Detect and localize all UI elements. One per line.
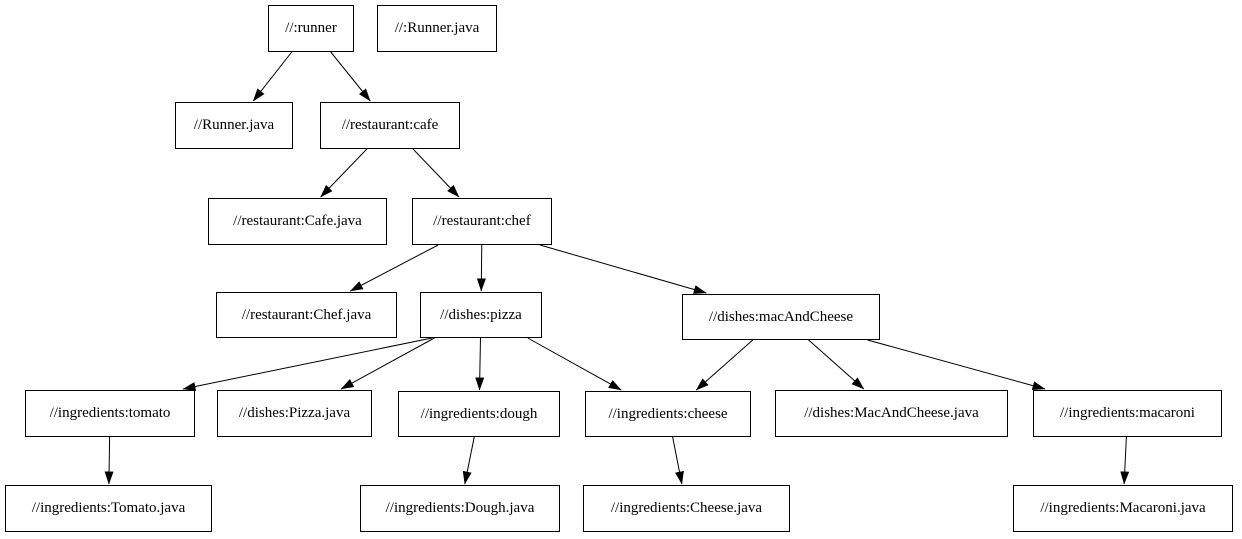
graph-node-cafe: //restaurant:cafe bbox=[320, 102, 460, 149]
graph-node-cheese_java: //ingredients:Cheese.java bbox=[583, 485, 790, 532]
edge-pizza-dough bbox=[475, 337, 485, 391]
graph-node-label: //restaurant:Chef.java bbox=[241, 306, 372, 323]
graph-node-label: //ingredients:Tomato.java bbox=[31, 500, 186, 516]
graph-node-label: //:runner bbox=[285, 20, 337, 36]
edge-mac-mac_java bbox=[808, 339, 865, 390]
edge-cafe-chef bbox=[412, 148, 460, 198]
graph-node-mac_java: //dishes:MacAndCheese.java bbox=[775, 390, 1008, 437]
graph-node-macaroni: //ingredients:macaroni bbox=[1033, 390, 1222, 437]
edge-pizza-pizza_java bbox=[340, 337, 435, 390]
graph-node-label: //ingredients:tomato bbox=[49, 405, 171, 421]
graph-node-label: //restaurant:chef bbox=[433, 213, 531, 229]
graph-node-dough_java: //ingredients:Dough.java bbox=[360, 485, 560, 532]
edge-chef-pizza bbox=[476, 244, 486, 292]
edge-mac-cheese bbox=[695, 339, 754, 391]
edge-chef-mac bbox=[539, 244, 707, 294]
graph-node-label: //ingredients:Dough.java bbox=[385, 500, 535, 516]
graph-node-mac: //dishes:macAndCheese bbox=[682, 294, 880, 340]
graph-node-label: //dishes:MacAndCheese.java bbox=[804, 405, 979, 421]
graph-node-label: //Runner.java bbox=[193, 117, 275, 133]
edge-runner-cafe bbox=[330, 51, 371, 102]
graph-node-pizza_java: //dishes:Pizza.java bbox=[217, 390, 372, 437]
graph-node-dough: //ingredients:dough bbox=[398, 391, 560, 437]
edge-tomato-tomato_java bbox=[104, 436, 114, 485]
edge-chef-chef_java bbox=[349, 244, 439, 292]
graph-node-chef_java: //restaurant:Chef.java bbox=[216, 292, 397, 338]
graph-node-label: //ingredients:dough bbox=[420, 405, 538, 422]
graph-node-tomato: //ingredients:tomato bbox=[25, 390, 195, 437]
edge-runner-runner_java bbox=[252, 51, 293, 102]
graph-node-label: //restaurant:cafe bbox=[341, 117, 439, 133]
graph-node-cheese: //ingredients:cheese bbox=[585, 391, 751, 437]
graph-node-cafe_java: //restaurant:Cafe.java bbox=[208, 198, 387, 245]
edge-dough-dough_java bbox=[462, 436, 475, 485]
graph-node-label: //ingredients:cheese bbox=[608, 405, 728, 422]
edge-cafe-cafe_java bbox=[320, 148, 368, 198]
graph-node-tomato_java: //ingredients:Tomato.java bbox=[5, 485, 212, 532]
graph-node-label: //ingredients:Macaroni.java bbox=[1040, 500, 1206, 516]
edge-macaroni-macaroni_java bbox=[1120, 436, 1130, 485]
graph-node-pizza: //dishes:pizza bbox=[420, 292, 542, 338]
graph-node-label: //dishes:Pizza.java bbox=[238, 405, 351, 421]
edge-pizza-tomato bbox=[182, 337, 433, 391]
graph-node-chef: //restaurant:chef bbox=[412, 198, 552, 245]
graph-node-label: //ingredients:macaroni bbox=[1060, 405, 1195, 421]
graph-node-macaroni_java: //ingredients:Macaroni.java bbox=[1013, 485, 1233, 532]
graph-node-label: //dishes:pizza bbox=[440, 306, 522, 323]
graph-node-runner: //:runner bbox=[268, 5, 354, 52]
edge-pizza-cheese bbox=[527, 337, 622, 391]
edge-mac-macaroni bbox=[867, 339, 1046, 391]
graph-node-runner_src: //:Runner.java bbox=[377, 5, 497, 52]
edge-cheese-cheese_java bbox=[672, 436, 684, 485]
graph-node-label: //restaurant:Cafe.java bbox=[233, 213, 362, 229]
graph-node-runner_java: //Runner.java bbox=[175, 102, 293, 149]
graph-node-label: //:Runner.java bbox=[394, 20, 480, 36]
graph-node-label: //ingredients:Cheese.java bbox=[610, 500, 763, 516]
graph-node-label: //dishes:macAndCheese bbox=[708, 308, 854, 325]
